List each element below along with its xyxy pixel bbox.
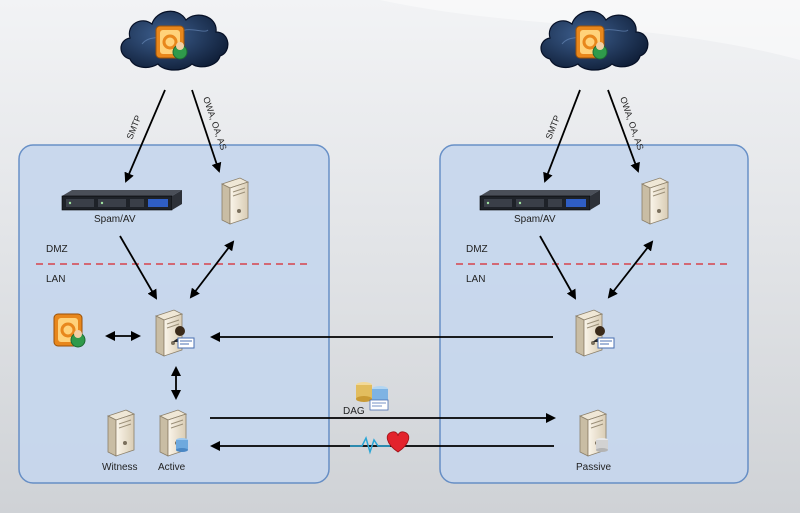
right-cas-hub-arrow <box>607 240 654 299</box>
left-smtp-label: SMTP <box>125 114 144 141</box>
right-spam-label: Spam/AV <box>514 214 556 225</box>
left-owa-arrow <box>191 89 222 173</box>
passive-label: Passive <box>576 462 611 473</box>
right-spam-appliance-icon <box>479 189 601 211</box>
right-smtp-label: SMTP <box>544 114 563 141</box>
left-active-database-icon <box>176 438 188 452</box>
right-dmz-label: DMZ <box>466 244 488 255</box>
heartbeat-icon <box>350 431 410 455</box>
active-label: Active <box>158 462 186 473</box>
right-cloud-outlook-icon <box>574 24 609 61</box>
left-spam-label: Spam/AV <box>94 214 136 225</box>
left-outlook-client-icon <box>52 312 87 349</box>
background-swoosh <box>380 0 800 60</box>
right-cas-server-icon <box>641 177 669 225</box>
dag-database-icon <box>356 382 389 411</box>
left-spam-to-hub-arrow <box>119 235 158 300</box>
right-passive-database-icon <box>596 438 608 452</box>
left-owa-label: OWA, OA, AS <box>201 95 229 151</box>
right-lan-label: LAN <box>466 274 485 285</box>
left-lan-label: LAN <box>46 274 65 285</box>
dag-label: DAG <box>343 406 365 417</box>
witness-label: Witness <box>102 462 138 473</box>
right-owa-label: OWA, OA, AS <box>618 95 646 151</box>
left-spam-appliance-icon <box>61 189 183 211</box>
right-spam-to-hub-arrow <box>539 235 576 300</box>
left-smtp-arrow <box>124 89 166 183</box>
left-cas-server-icon <box>221 177 249 225</box>
left-witness-server-icon <box>107 409 135 457</box>
left-cas-hub-arrow <box>189 240 235 299</box>
right-owa-arrow <box>607 89 640 173</box>
left-dmz-label: DMZ <box>46 244 68 255</box>
right-smtp-arrow <box>543 89 581 183</box>
left-cloud-outlook-icon <box>154 24 189 61</box>
